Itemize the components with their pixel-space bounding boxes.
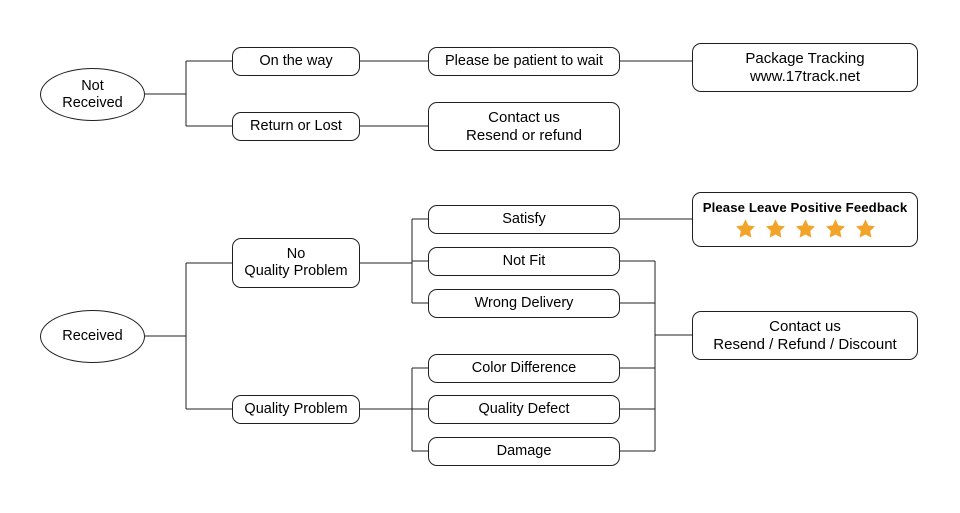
node-satisfy[interactable]: Satisfy: [428, 205, 620, 234]
node-not-received-line1: Not: [81, 77, 104, 94]
node-not-fit-label: Not Fit: [502, 253, 546, 270]
node-please-be-patient-to-wait[interactable]: Please be patient to wait: [428, 47, 620, 76]
node-not-fit[interactable]: Not Fit: [428, 247, 620, 276]
node-on-the-way-label: On the way: [259, 53, 333, 70]
node-color-difference-label: Color Difference: [471, 360, 577, 377]
node-quality-problem[interactable]: Quality Problem: [232, 395, 360, 424]
node-return-or-lost[interactable]: Return or Lost: [232, 112, 360, 141]
star-icon[interactable]: [795, 218, 816, 239]
node-package-tracking[interactable]: Package Tracking www.17track.net: [692, 43, 918, 92]
node-no-quality-problem-line1: No: [286, 246, 306, 263]
node-contact-resend-or-refund-line1: Contact us: [488, 108, 560, 126]
node-no-quality-problem[interactable]: No Quality Problem: [232, 238, 360, 288]
star-rating[interactable]: [735, 218, 876, 239]
node-received[interactable]: Received: [40, 310, 145, 363]
node-contact-resend-refund-discount-line2: Resend / Refund / Discount: [713, 335, 897, 353]
star-icon[interactable]: [825, 218, 846, 239]
node-return-or-lost-label: Return or Lost: [250, 118, 342, 135]
node-wrong-delivery-label: Wrong Delivery: [474, 295, 574, 312]
node-quality-defect-label: Quality Defect: [478, 401, 570, 418]
node-package-tracking-line1: Package Tracking: [745, 49, 865, 67]
node-damage[interactable]: Damage: [428, 437, 620, 466]
star-icon[interactable]: [855, 218, 876, 239]
node-wrong-delivery[interactable]: Wrong Delivery: [428, 289, 620, 318]
node-satisfy-label: Satisfy: [502, 211, 546, 228]
node-contact-resend-refund-discount[interactable]: Contact us Resend / Refund / Discount: [692, 311, 918, 360]
node-positive-feedback-label: Please Leave Positive Feedback: [702, 199, 908, 215]
node-color-difference[interactable]: Color Difference: [428, 354, 620, 383]
node-received-label: Received: [62, 328, 123, 345]
node-on-the-way[interactable]: On the way: [232, 47, 360, 76]
node-not-received-line2: Received: [62, 94, 123, 111]
node-quality-defect[interactable]: Quality Defect: [428, 395, 620, 424]
node-not-received[interactable]: Not Received: [40, 68, 145, 121]
node-positive-feedback[interactable]: Please Leave Positive Feedback: [692, 192, 918, 247]
node-contact-resend-or-refund-line2: Resend or refund: [466, 126, 582, 144]
star-icon[interactable]: [765, 218, 786, 239]
node-contact-resend-refund-discount-line1: Contact us: [769, 317, 841, 335]
node-please-be-patient-label: Please be patient to wait: [445, 53, 603, 70]
node-quality-problem-label: Quality Problem: [244, 401, 348, 418]
node-no-quality-problem-line2: Quality Problem: [244, 263, 348, 279]
node-package-tracking-line2: www.17track.net: [749, 67, 861, 85]
star-icon[interactable]: [735, 218, 756, 239]
node-contact-resend-or-refund[interactable]: Contact us Resend or refund: [428, 102, 620, 151]
node-damage-label: Damage: [496, 443, 552, 460]
